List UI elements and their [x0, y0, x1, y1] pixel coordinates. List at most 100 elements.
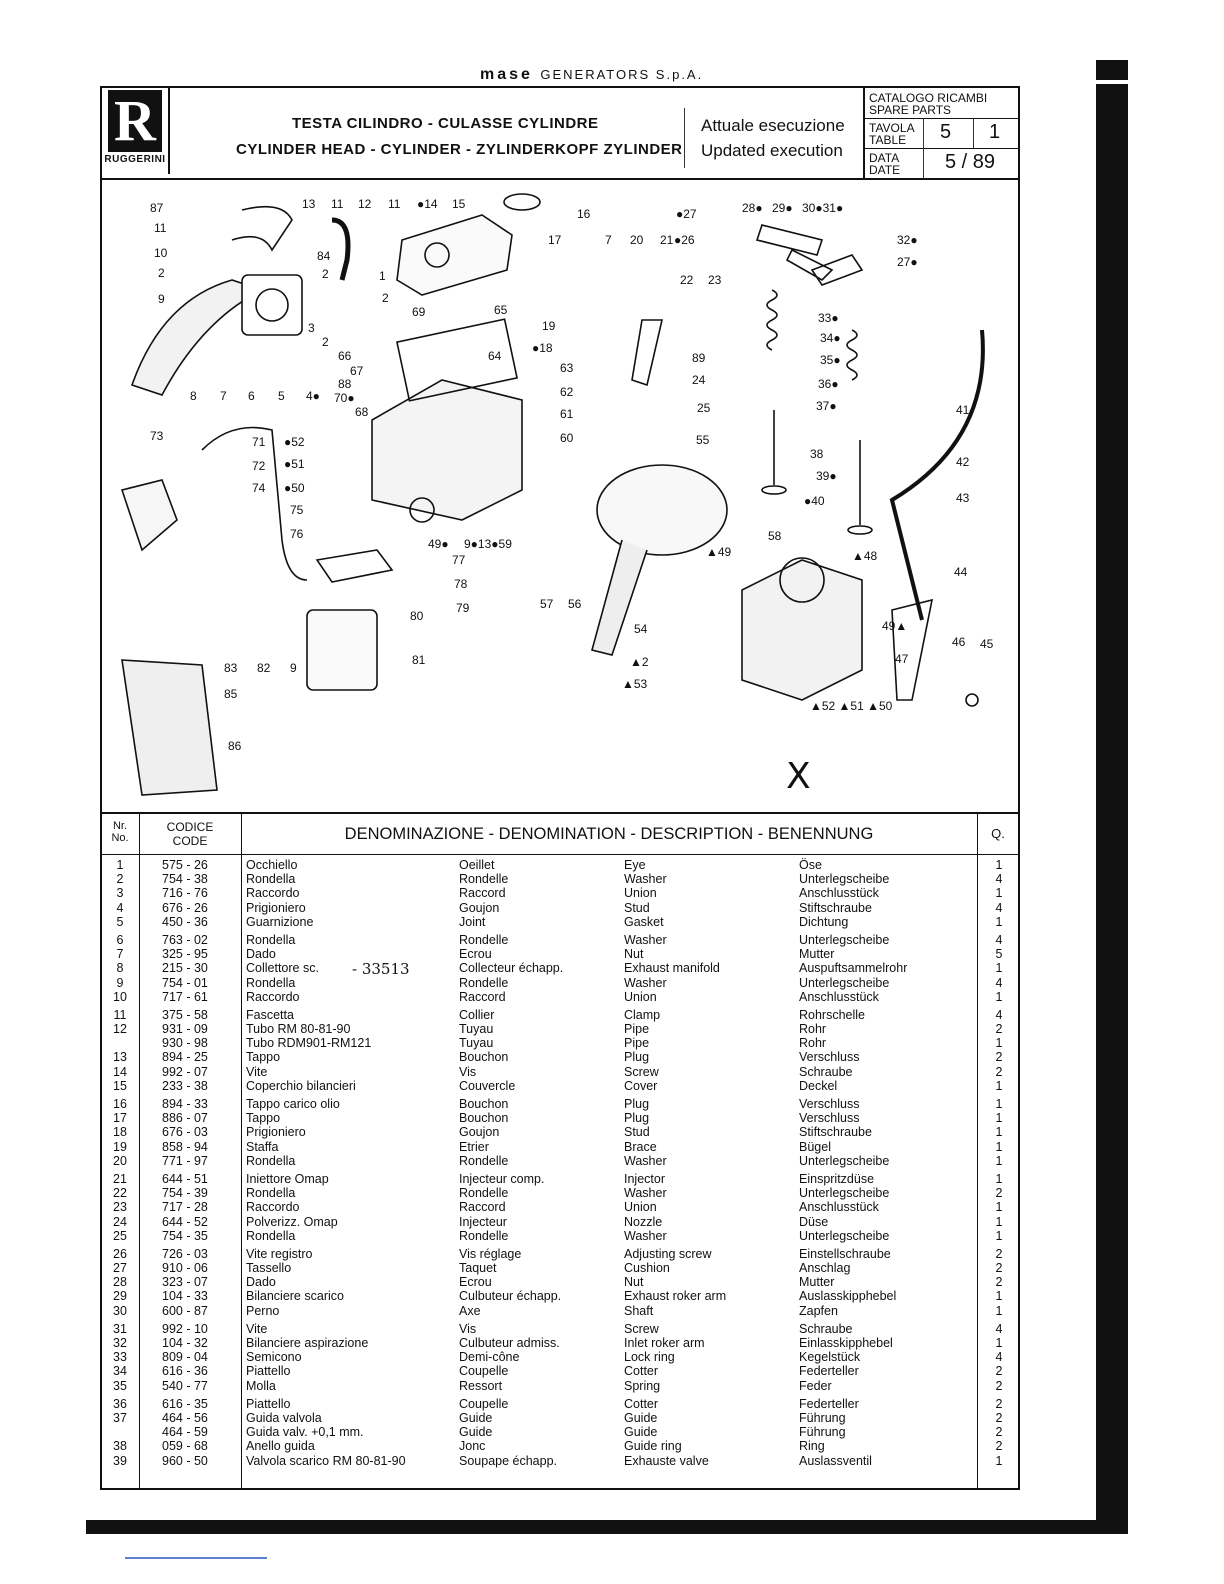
- cylinder-block: [741, 559, 863, 701]
- page-title: TESTA CILINDRO - CULASSE CYLINDRE: [292, 115, 599, 132]
- callout-4: 4●: [306, 389, 320, 403]
- part-code: 754 - 35: [162, 1228, 208, 1243]
- part-code: 644 - 51: [162, 1171, 208, 1186]
- name-italian: Guida valvola: [246, 1410, 322, 1425]
- part-code: 858 - 94: [162, 1139, 208, 1154]
- head-port: [409, 497, 435, 523]
- quantity: 2: [995, 1186, 1003, 1201]
- callout-78: 78: [454, 577, 468, 591]
- inlet-valve-head: [847, 525, 873, 535]
- part-code: 716 - 76: [162, 886, 208, 901]
- cell-divider: [923, 148, 924, 178]
- col-code-en: CODE: [172, 834, 208, 848]
- callout-28: 28●: [742, 201, 763, 215]
- name-italian: Tubo RDM901-RM121: [246, 1036, 372, 1051]
- callout-52-51-50: ▲52 ▲51 ▲50: [810, 699, 893, 713]
- part-number: 30: [113, 1303, 127, 1318]
- name-italian: Prigioniero: [246, 900, 306, 915]
- quantity: 4: [995, 900, 1003, 915]
- callout-45: 45: [980, 637, 994, 651]
- callout-9b: 9: [290, 661, 297, 675]
- callout-60: 60: [560, 431, 574, 445]
- name-english: Guide ring: [624, 1439, 682, 1454]
- name-german: Verschluss: [799, 1097, 860, 1111]
- name-italian: Tappo: [246, 1111, 281, 1126]
- table-subnumber: 1: [989, 121, 1001, 143]
- name-french: Ecrou: [459, 1275, 492, 1290]
- callout-23: 23: [708, 273, 722, 287]
- name-italian: Raccordo: [246, 1200, 300, 1215]
- sheet-frame: [100, 86, 1020, 1490]
- name-english: Washer: [624, 872, 667, 887]
- name-english: Union: [624, 1200, 657, 1215]
- callout-16: 16: [577, 207, 591, 221]
- part-code: 930 - 98: [162, 1036, 208, 1051]
- date-value: 5 / 89: [945, 151, 996, 173]
- pipe-middle: [331, 217, 351, 281]
- col-description-header: DENOMINAZIONE - DENOMINATION - DESCRIPTI…: [344, 825, 874, 843]
- part-code: 059 - 68: [162, 1439, 208, 1454]
- name-german: Bügel: [799, 1139, 831, 1154]
- callout-66: 66: [338, 349, 352, 363]
- breather-pipe: [889, 329, 985, 621]
- table-row-info: TAVOLA TABLE 5 1: [865, 118, 1020, 149]
- callout-42: 42: [956, 455, 970, 469]
- name-german: Kegelstück: [799, 1350, 861, 1365]
- callout-21: 21: [660, 233, 674, 247]
- callout-64: 64: [488, 349, 502, 363]
- name-english: Washer: [624, 932, 667, 947]
- quantity: 4: [995, 1007, 1003, 1022]
- quantity: 1: [995, 961, 1003, 976]
- part-number: 39: [113, 1453, 127, 1468]
- name-italian: Rondella: [246, 932, 296, 947]
- quantity: 1: [995, 1303, 1003, 1318]
- callout-77: 77: [452, 553, 466, 567]
- name-german: Unterlegscheibe: [799, 932, 890, 947]
- part-number: 9: [116, 975, 124, 990]
- brand-name: mase GENERATORS S.p.A.: [480, 66, 703, 84]
- part-number: 14: [113, 1064, 127, 1079]
- name-english: Screw: [624, 1321, 659, 1336]
- name-english: Washer: [624, 1186, 667, 1201]
- head-gasket: [396, 318, 518, 402]
- name-english: Exhaust roker arm: [624, 1289, 727, 1304]
- quantity: 1: [995, 886, 1003, 901]
- callout-68: 68: [355, 405, 369, 419]
- name-english: Guide: [624, 1410, 658, 1425]
- cell-divider: [973, 118, 974, 148]
- name-french: Taquet: [459, 1261, 497, 1276]
- name-english: Nozzle: [624, 1214, 663, 1229]
- header-divider: [684, 108, 685, 168]
- part-code: 450 - 36: [162, 914, 208, 929]
- name-italian: Tubo RM 80-81-90: [246, 1022, 351, 1037]
- quantity: 1: [995, 1139, 1003, 1154]
- quantity: 2: [995, 1064, 1003, 1079]
- name-french: Demi-cône: [459, 1350, 520, 1365]
- name-french: Oeillet: [459, 858, 495, 872]
- callout-13: 13: [302, 197, 316, 211]
- flange-port: [255, 288, 289, 322]
- part-number: 37: [113, 1410, 127, 1425]
- ruggerini-logo: R RUGGERINI: [102, 88, 170, 174]
- col-divider-3: [977, 814, 978, 1488]
- quantity: 1: [995, 858, 1003, 872]
- name-italian: Piattello: [246, 1364, 291, 1379]
- name-german: Mutter: [799, 947, 835, 962]
- callout-38: 38: [810, 447, 824, 461]
- brand-suffix: GENERATORS S.p.A.: [540, 67, 704, 82]
- callout-79: 79: [456, 601, 470, 615]
- callout-74: 74: [252, 481, 266, 495]
- pipe-left: [231, 205, 293, 252]
- name-french: Injecteur comp.: [459, 1171, 545, 1186]
- quantity: 2: [995, 1246, 1003, 1261]
- name-french: Rondelle: [459, 1153, 509, 1168]
- part-number: 22: [113, 1186, 127, 1201]
- control-lever: [891, 598, 934, 701]
- callout-9: 9: [158, 292, 165, 306]
- part-number: 4: [116, 900, 124, 915]
- callout-80: 80: [410, 609, 424, 623]
- callout-1: 1: [379, 269, 386, 283]
